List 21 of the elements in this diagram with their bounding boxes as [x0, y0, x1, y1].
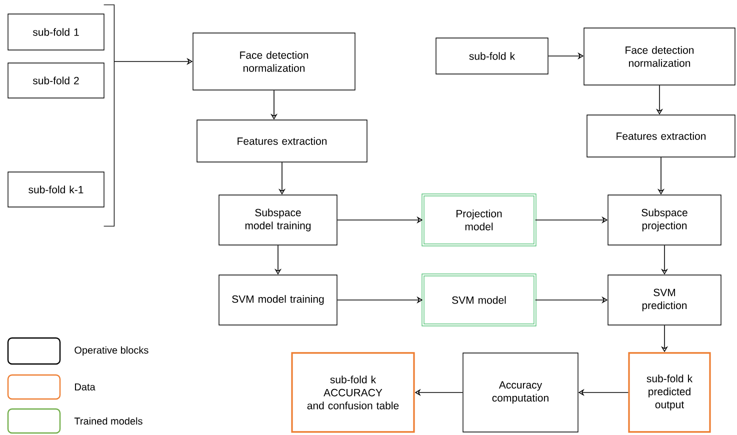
process-box: sub-fold 1 — [8, 14, 104, 50]
process-box: sub-fold k-1 — [8, 172, 104, 208]
process-box: Subspace model training — [218, 194, 338, 246]
process-box: sub-fold 2 — [8, 62, 104, 98]
process-box: Face detection normalization — [584, 28, 736, 86]
legend-label: Operative blocks — [74, 346, 148, 356]
process-box: Subspace projection — [608, 194, 722, 246]
legend-label: Data — [75, 384, 96, 390]
process-box: Features extraction — [196, 120, 368, 162]
model-box: Projection model — [422, 194, 536, 246]
legend-label: Trained models — [74, 417, 142, 425]
process-box: sub-fold k — [436, 38, 548, 74]
data-box: sub-fold k predicted output — [628, 352, 711, 433]
bracket — [103, 4, 115, 227]
process-box: Accuracy computation — [462, 352, 578, 432]
data-box: sub-fold k ACCURACY and confusion table — [291, 352, 415, 433]
process-box: SVM prediction — [608, 274, 722, 326]
process-box: SVM model training — [218, 274, 338, 326]
model-box: SVM model — [422, 274, 536, 326]
process-box: Face detection normalization — [192, 32, 356, 90]
process-box: Features extraction — [586, 114, 736, 158]
